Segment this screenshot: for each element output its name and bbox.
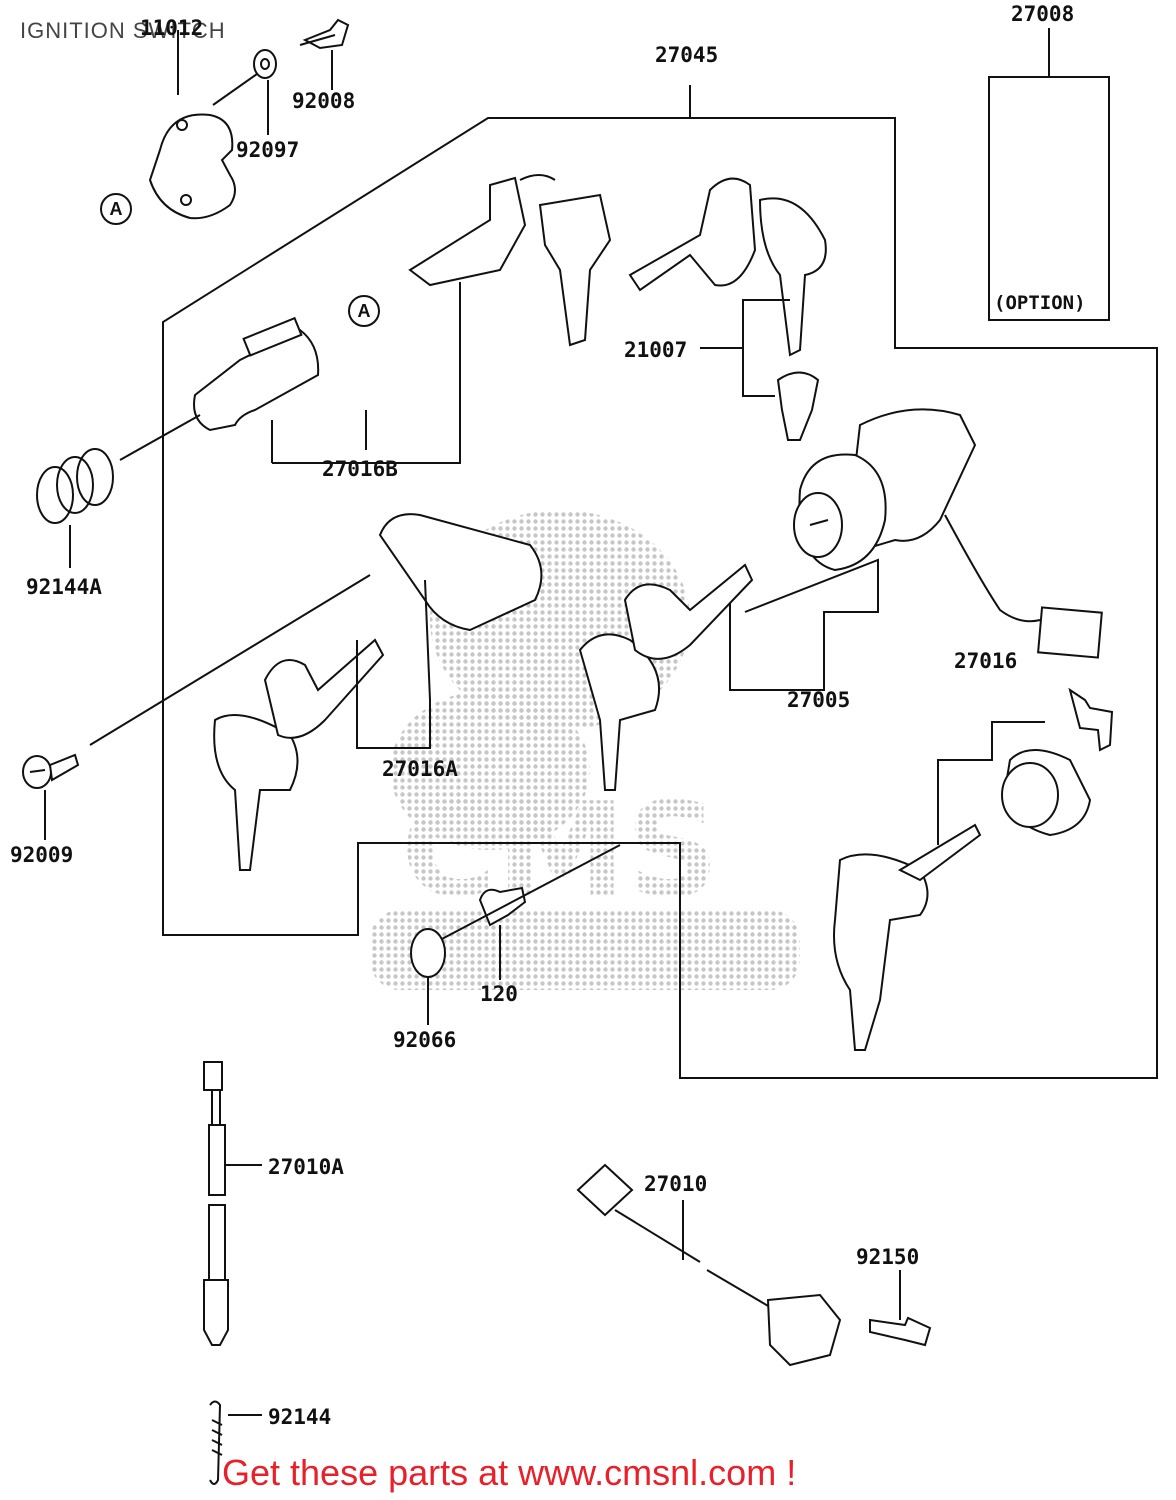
keys-21007: [628, 177, 827, 441]
washer-92097: [253, 49, 277, 135]
spring-92144A: [36, 448, 114, 568]
part-label-27016B: 27016B: [322, 457, 398, 481]
seat-lock-27016: [833, 687, 1114, 1051]
cap-92066: [410, 928, 446, 1025]
watermark-text: CMS: [401, 774, 719, 926]
group-outline-27045: [162, 85, 1158, 1079]
spring-92144: [209, 1400, 262, 1485]
page-title: IGNITION SWITCH: [20, 18, 226, 43]
handlebar-lock-27016A: [89, 513, 543, 871]
switch-27010: [576, 1163, 842, 1367]
keys-27005: [578, 563, 754, 791]
part-label-27010A: 27010A: [268, 1155, 344, 1179]
part-label-27016: 27016: [954, 649, 1018, 673]
part-label-92144: 92144: [268, 1405, 332, 1429]
ref-marker-a-mid: A: [348, 295, 380, 327]
option-box: [988, 76, 1110, 321]
screw-92150: [869, 1270, 932, 1347]
watermark-logo: CMS: [370, 510, 800, 990]
part-label-27005: 27005: [787, 688, 851, 712]
part-label-27016A: 27016A: [382, 757, 458, 781]
ignition-switch-27005: [729, 408, 1103, 691]
part-label-92097: 92097: [236, 138, 300, 162]
lock-cylinder-27016B: [119, 282, 461, 464]
part-label-27045: 27045: [655, 43, 719, 67]
ref-marker-a-top: A: [100, 193, 132, 225]
part-label-11012: 11012: [140, 16, 204, 40]
nut-120: [439, 844, 621, 980]
key-blanks: [408, 174, 612, 347]
option-label: (OPTION): [994, 292, 1086, 314]
part-label-27010: 27010: [644, 1172, 708, 1196]
part-label-21007: 21007: [624, 338, 688, 362]
part-label-92150: 92150: [856, 1245, 920, 1269]
part-label-92066: 92066: [393, 1028, 457, 1052]
part-label-120: 120: [480, 982, 518, 1006]
promo-banner-link[interactable]: Get these parts at www.cmsnl.com !: [222, 1452, 797, 1493]
part-label-92009: 92009: [10, 843, 74, 867]
part-label-92008: 92008: [292, 89, 356, 113]
bracket-plate-11012: [148, 30, 258, 220]
screw-92009: [22, 753, 80, 840]
part-label-27008: 27008: [1011, 2, 1075, 26]
switch-27010A: [203, 1061, 262, 1346]
screw-92008: [299, 18, 350, 90]
part-label-92144A: 92144A: [26, 575, 102, 599]
